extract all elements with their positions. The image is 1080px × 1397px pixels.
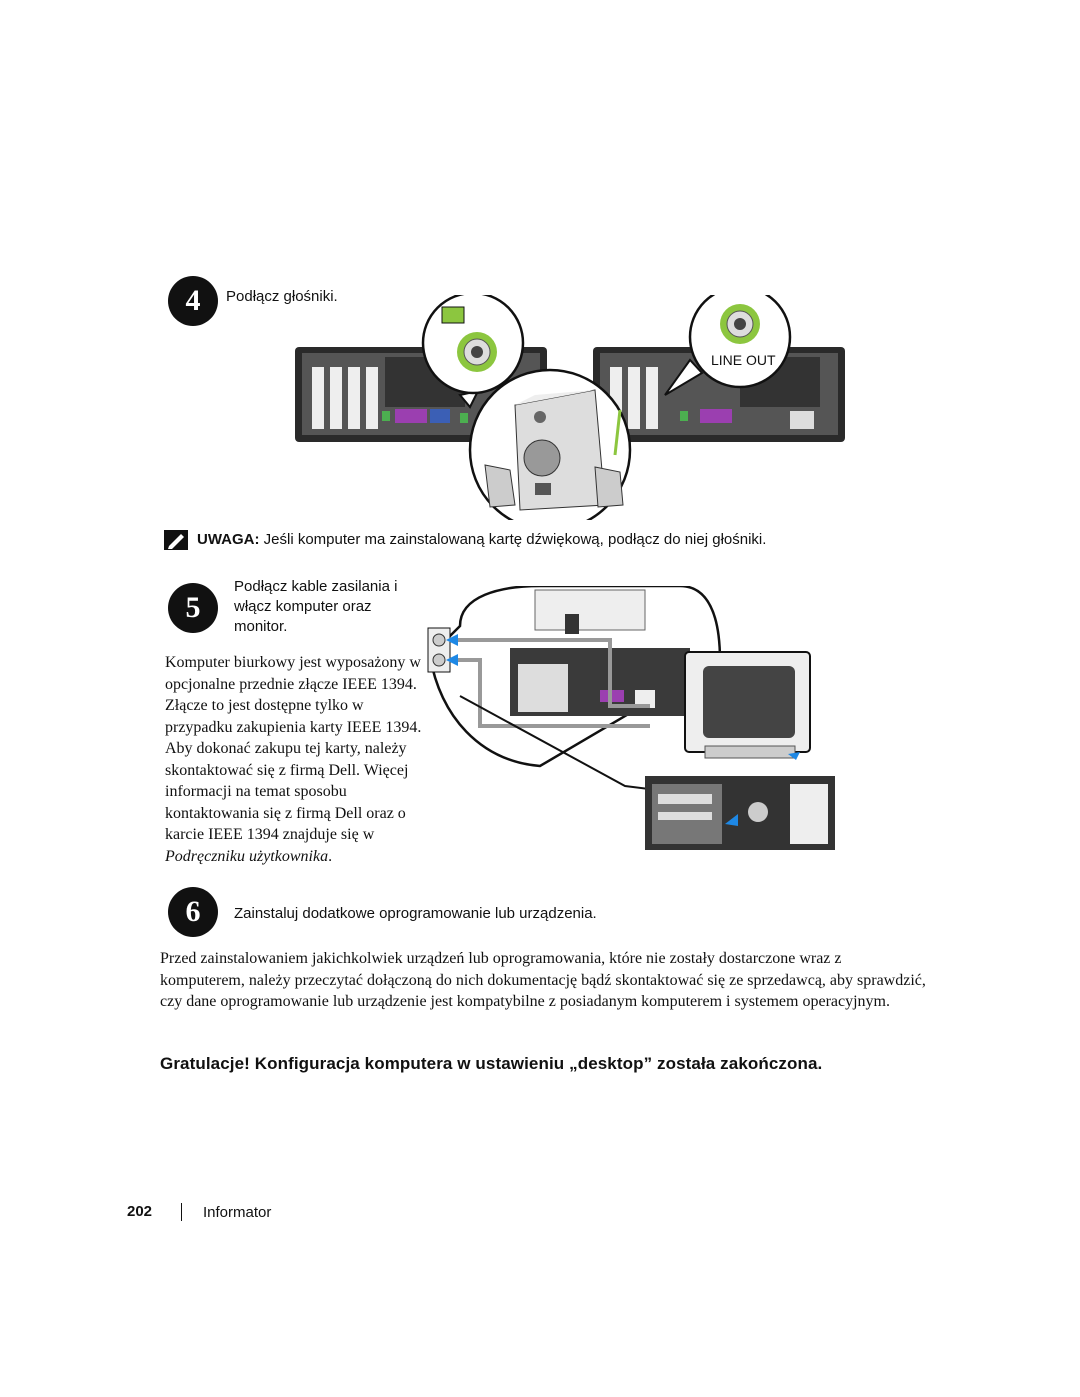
line-out-callout: LINE OUT — [664, 295, 792, 396]
speaker-connection-illustration: LINE OUT — [295, 295, 845, 520]
audio-jack-callout — [421, 295, 525, 409]
speakers-callout — [468, 368, 632, 520]
power-connection-illustration — [427, 586, 835, 850]
note-text: UWAGA: Jeśli komputer ma zainstalowaną k… — [197, 530, 766, 550]
footer-page-number: 202 — [127, 1203, 153, 1220]
step-5-paragraph-end: . — [328, 847, 333, 865]
computer-front — [645, 776, 835, 850]
footer-section-title: Informator — [203, 1204, 272, 1221]
headline: Gratulacje! Konfiguracja komputera w ust… — [160, 1054, 823, 1073]
wall-outlet — [427, 627, 451, 673]
step-4-text: Podłącz głośniki. — [226, 288, 338, 305]
footer-separator — [181, 1203, 182, 1221]
note-pencil-icon — [164, 530, 188, 550]
step-6-badge: 6 — [168, 887, 218, 937]
monitor — [684, 651, 811, 759]
note-body: Jeśli komputer ma zainstalowaną kartę dź… — [259, 531, 767, 548]
step-6-text: Zainstaluj dodatkowe oprogramowanie lub … — [234, 905, 597, 922]
step-4-badge: 4 — [168, 276, 218, 326]
step-5-paragraph: Komputer biurkowy jest wyposażony w opcj… — [165, 652, 433, 867]
body-paragraph: Przed zainstalowaniem jakichkolwiek urzą… — [160, 950, 926, 1010]
step-5-paragraph-main: Komputer biurkowy jest wyposażony w opcj… — [165, 654, 422, 843]
line-out-label: LINE OUT — [711, 352, 776, 368]
user-guide-title: Podręczniku użytkownika — [165, 847, 329, 865]
computer-back-small — [510, 648, 690, 716]
monitor-base-top — [534, 589, 646, 634]
step-5-badge: 5 — [168, 583, 218, 633]
note-label: UWAGA: — [197, 531, 260, 548]
step-5-text: Podłącz kable zasilania i włącz komputer… — [234, 578, 398, 635]
